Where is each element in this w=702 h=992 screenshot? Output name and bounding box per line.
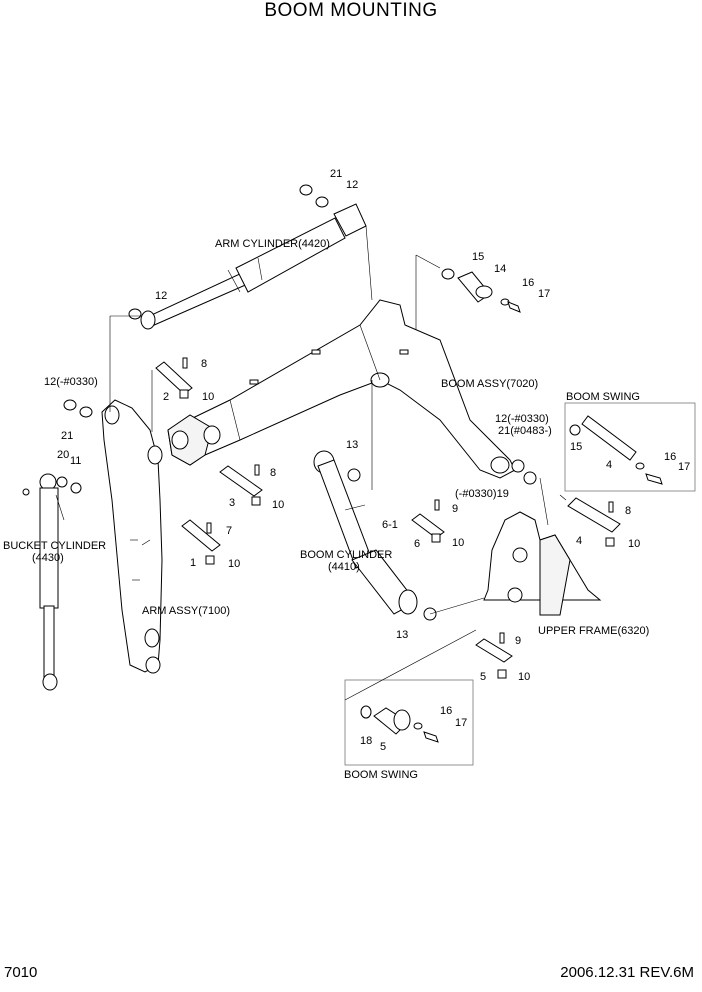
boom-swing-box-upper [564, 402, 696, 492]
callout: 16 [664, 451, 676, 463]
callout: 10 [228, 558, 240, 570]
callout: 7 [226, 525, 232, 537]
bucket-cylinder [22, 473, 65, 691]
callout: 2 [163, 391, 169, 403]
callout: 8 [625, 505, 631, 517]
callout: 18 [360, 735, 372, 747]
callout: 12(-#0330) [44, 376, 98, 388]
upper-frame [483, 511, 602, 616]
callout: 16 [440, 705, 452, 717]
callout: 9 [515, 635, 521, 647]
arm-cylinder-label: ARM CYLINDER(4420) [215, 238, 330, 250]
callout: 15 [472, 251, 484, 263]
bucket-cylinder-label: BUCKET CYLINDER [3, 540, 106, 552]
callout: 10 [628, 538, 640, 550]
callout: 15 [570, 441, 582, 453]
callout: 6-1 [382, 519, 398, 531]
callout: 21 [61, 430, 73, 442]
boom-cylinder-code: (4410) [328, 561, 360, 573]
callout: 9 [452, 503, 458, 515]
boom-swing-label-lower: BOOM SWING [344, 769, 418, 781]
callout: 13 [396, 629, 408, 641]
page-number: 7010 [4, 964, 38, 981]
pins-and-washers [56, 184, 663, 743]
callout: 1 [190, 557, 196, 569]
callout: 21(#0483-) [498, 425, 552, 437]
arm-assy [101, 399, 163, 674]
callout: 3 [229, 497, 235, 509]
callout: 10 [272, 499, 284, 511]
callout: 5 [480, 671, 486, 683]
part-callouts: 21 12 12 15 14 16 17 8 2 10 12(-#0330) 2… [44, 168, 690, 753]
callout: 4 [606, 459, 612, 471]
callout: 10 [518, 671, 530, 683]
callout: 10 [452, 537, 464, 549]
callout: 10 [202, 391, 214, 403]
callout: 17 [455, 717, 467, 729]
callout: 12 [155, 290, 167, 302]
boom-assy [167, 299, 516, 479]
boom-swing-box-lower [344, 679, 474, 766]
callout: 8 [201, 358, 207, 370]
callout: 4 [576, 535, 582, 547]
revision-date: 2006.12.31 REV.6M [560, 964, 694, 981]
callout: 11 [70, 455, 81, 467]
callout: 17 [538, 288, 550, 300]
callout: (-#0330)19 [455, 488, 509, 500]
callout: 12 [346, 179, 358, 191]
boom-assy-label: BOOM ASSY(7020) [441, 378, 538, 390]
callout: 6 [414, 538, 420, 550]
leader-lines [109, 225, 567, 701]
boom-swing-label-upper: BOOM SWING [566, 391, 640, 403]
arm-cylinder [140, 203, 367, 330]
callout: 14 [494, 263, 506, 275]
callout: 16 [522, 277, 534, 289]
callout: 5 [380, 741, 386, 753]
boom-cylinder-label: BOOM CYLINDER [300, 549, 392, 561]
upper-frame-label: UPPER FRAME(6320) [538, 625, 649, 637]
callout: 12(-#0330) [495, 413, 549, 425]
bucket-cylinder-code: (4430) [32, 552, 64, 564]
callout: 8 [270, 467, 276, 479]
boom-cylinder [313, 450, 418, 615]
page-title: BOOM MOUNTING [264, 0, 438, 21]
callout: 21 [330, 168, 342, 180]
callout: 13 [346, 439, 358, 451]
callout: 17 [678, 461, 690, 473]
assembly-labels: ARM CYLINDER(4420) BOOM ASSY(7020) BUCKE… [3, 238, 649, 781]
arm-assy-label: ARM ASSY(7100) [142, 605, 230, 617]
callout: 20 [57, 449, 69, 461]
